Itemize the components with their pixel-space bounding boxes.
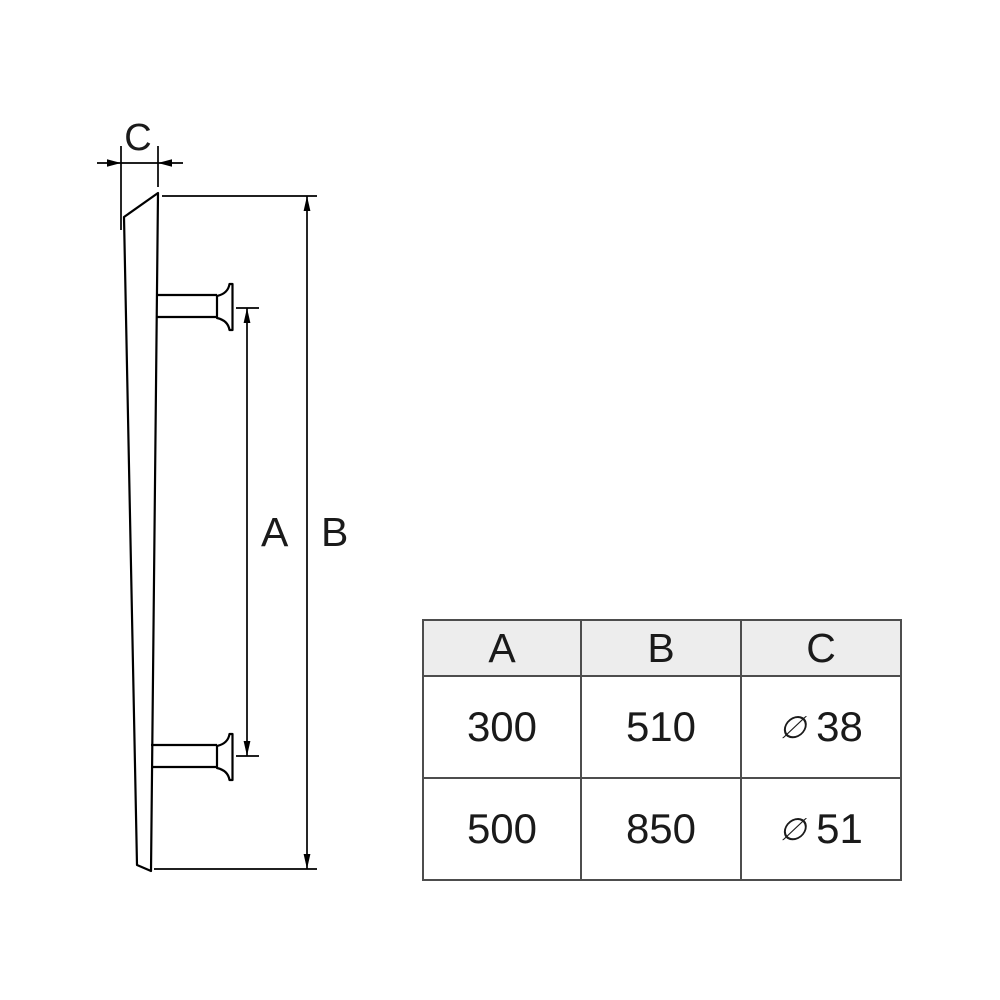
- mounting-cap-top: [215, 282, 234, 332]
- table-cell-c1: ∅ 38: [740, 675, 902, 779]
- table-header-row: A B C: [422, 619, 902, 677]
- arrowhead-icon: [158, 159, 172, 167]
- mounting-post-bottom: [151, 732, 234, 782]
- diameter-icon: ∅: [779, 710, 807, 745]
- table-row: 300 510 ∅ 38: [422, 675, 902, 779]
- arrowhead-icon: [243, 741, 251, 756]
- table-cell-c1-value: 38: [816, 703, 863, 750]
- table-header-c: C: [740, 619, 902, 677]
- table-cell-c2-value: 51: [816, 805, 863, 852]
- dimension-label-b: B: [321, 509, 348, 555]
- table-cell-a2: 500: [422, 777, 582, 881]
- dimension-label-a: A: [261, 509, 289, 555]
- mounting-cap-bottom: [215, 732, 234, 782]
- diameter-icon: ∅: [779, 812, 807, 847]
- handle-bar-profile: [122, 191, 160, 873]
- arrowhead-icon: [303, 196, 311, 211]
- arrowhead-icon: [303, 854, 311, 869]
- table-header-b: B: [580, 619, 742, 677]
- dimension-b: B: [154, 195, 348, 870]
- table-row: 500 850 ∅ 51: [422, 777, 902, 881]
- spec-table: A B C 300 510 ∅ 38 500 850 ∅ 51: [422, 619, 902, 881]
- dimension-a: A: [236, 307, 289, 757]
- mounting-post-top: [156, 282, 234, 332]
- table-cell-c2: ∅ 51: [740, 777, 902, 881]
- arrowhead-icon: [243, 308, 251, 323]
- table-header-a: A: [422, 619, 582, 677]
- table-cell-a1: 300: [422, 675, 582, 779]
- dimension-label-c: C: [124, 117, 151, 159]
- table-cell-b2: 850: [580, 777, 742, 881]
- dimension-c: C: [97, 117, 183, 230]
- arrowhead-icon: [107, 159, 121, 167]
- table-cell-b1: 510: [580, 675, 742, 779]
- handle-technical-drawing: C A B: [97, 117, 348, 873]
